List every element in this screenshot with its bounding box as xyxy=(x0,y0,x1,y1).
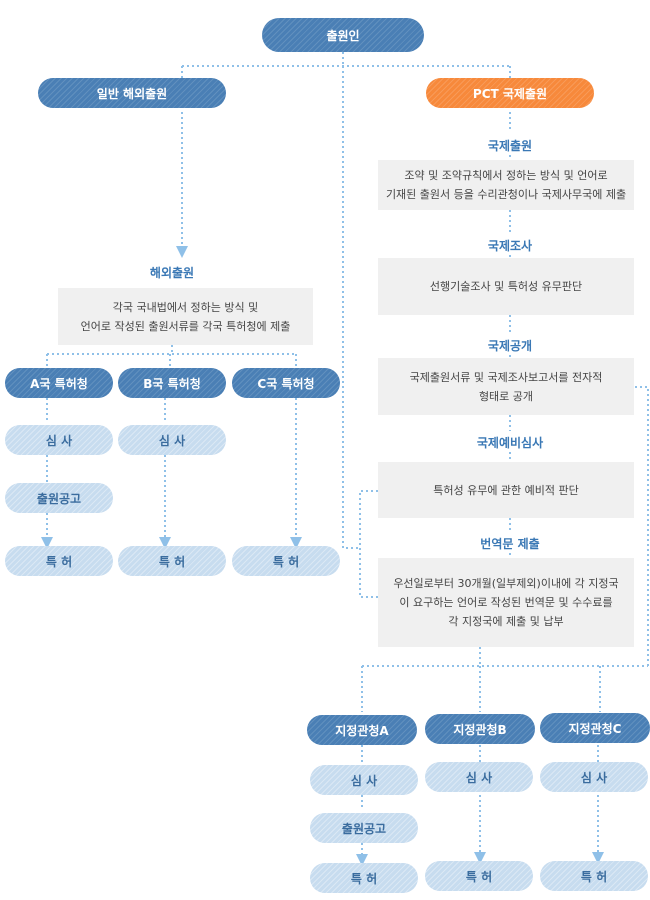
office-b-patent: 특 허 xyxy=(118,546,226,576)
pct-step-4-heading: 국제예비심사 xyxy=(476,435,544,450)
designated-office-c-patent: 특 허 xyxy=(540,861,648,891)
pct-step-3-line-1: 국제출원서류 및 국제조사보고서를 전자적 xyxy=(409,370,603,384)
designated-office-b-node: 지정관청B xyxy=(425,714,535,744)
designated-office-b-patent: 특 허 xyxy=(425,861,533,891)
office-c-node: C국 특허청 xyxy=(232,368,340,398)
general-desc-line-1: 각국 국내법에서 정하는 방식 및 xyxy=(112,300,259,314)
pct-step-2-desc: 선행기술조사 및 특허성 유무판단 xyxy=(378,258,634,315)
designated-office-a-exam: 심 사 xyxy=(310,765,418,795)
office-a-patent: 특 허 xyxy=(5,546,113,576)
office-a-node: A국 특허청 xyxy=(5,368,113,398)
office-b-exam: 심 사 xyxy=(118,425,226,455)
pct-step-4-desc: 특허성 유무에 관한 예비적 판단 xyxy=(378,462,634,518)
general-heading: 해외출원 xyxy=(149,265,195,280)
pct-step-1-line-1: 조약 및 조약규칙에서 정하는 방식 및 언어로 xyxy=(404,169,608,182)
designated-office-c-exam: 심 사 xyxy=(540,762,648,792)
office-c-patent: 특 허 xyxy=(232,546,340,576)
pct-step-3-desc: 국제출원서류 및 국제조사보고서를 전자적 형태로 공개 xyxy=(378,358,634,415)
pct-step-1-heading: 국제출원 xyxy=(487,138,533,153)
pct-step-4-line-1: 특허성 유무에 관한 예비적 판단 xyxy=(433,483,579,497)
pct-step-1-desc: 조약 및 조약규칙에서 정하는 방식 및 언어로 기재된 출원서 등을 수리관청… xyxy=(378,160,634,210)
pct-step-5-line-2: 이 요구하는 언어로 작성된 번역문 및 수수료를 xyxy=(399,596,613,609)
pct-step-5-line-1: 우선일로부터 30개월(일부제외)이내에 각 지정국 xyxy=(393,577,619,590)
pct-step-5-desc: 우선일로부터 30개월(일부제외)이내에 각 지정국 이 요구하는 언어로 작성… xyxy=(378,558,634,647)
pct-step-1-line-2: 기재된 출원서 등을 수리관청이나 국제사무국에 제출 xyxy=(385,188,627,201)
designated-office-b-exam: 심 사 xyxy=(425,762,533,792)
general-desc-line-2: 언어로 작성된 출원서류를 각국 특허청에 제출 xyxy=(80,319,291,333)
pct-step-3-heading: 국제공개 xyxy=(487,338,533,353)
pct-step-5-heading: 번역문 제출 xyxy=(480,536,540,551)
designated-office-c-node: 지정관청C xyxy=(540,713,650,743)
pct-step-2-line-1: 선행기술조사 및 특허성 유무판단 xyxy=(429,280,583,293)
pct-step-2-heading: 국제조사 xyxy=(487,238,533,253)
general-filing-node: 일반 해외출원 xyxy=(38,78,226,108)
designated-office-a-publication: 출원공고 xyxy=(310,813,418,843)
office-a-publication: 출원공고 xyxy=(5,483,113,513)
general-desc: 각국 국내법에서 정하는 방식 및 언어로 작성된 출원서류를 각국 특허청에 … xyxy=(58,288,313,345)
pct-filing-node: PCT 국제출원 xyxy=(426,78,594,108)
designated-office-a-node: 지정관청A xyxy=(307,715,417,745)
applicant-node: 출원인 xyxy=(262,18,424,52)
pct-step-3-line-2: 형태로 공개 xyxy=(478,389,534,403)
pct-step-5-line-3: 각 지정국에 제출 및 납부 xyxy=(448,615,564,628)
office-a-exam: 심 사 xyxy=(5,425,113,455)
designated-office-a-patent: 특 허 xyxy=(310,863,418,893)
office-b-node: B국 특허청 xyxy=(118,368,226,398)
